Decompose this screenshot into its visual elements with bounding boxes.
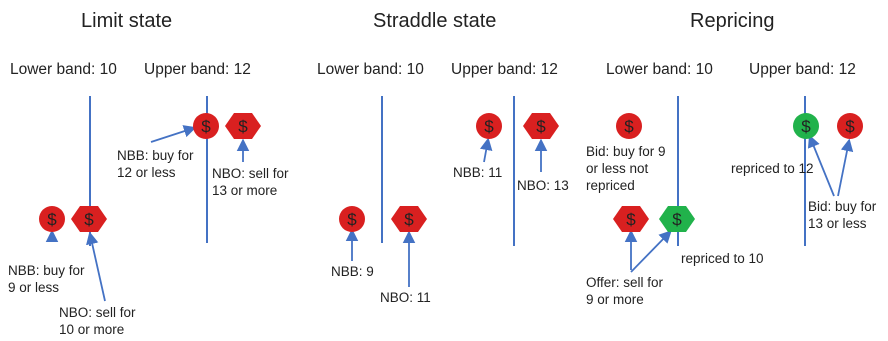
dollar-icon: $ [201,117,211,136]
straddle-lower-band-label: Lower band: 10 [317,61,424,78]
repricing-title: Repricing [690,10,775,32]
dollar-icon: $ [672,210,682,229]
straddle-nbb-upper-label: NBB: 11 [453,165,503,180]
dollar-icon: $ [238,117,248,136]
straddle-state-title: Straddle state [373,10,497,32]
arrow-straddle-nbb-upper [479,137,493,163]
dollar-icon: $ [484,117,494,136]
dollar-icon: $ [84,210,94,229]
straddle-nbo-upper-order: $ [523,113,559,139]
dollar-icon: $ [347,210,357,229]
straddle-nbb-upper-order: $ [476,113,502,139]
straddle-nbb-lower-order: $ [339,206,365,232]
repricing-upper-band-label: Upper band: 12 [749,61,856,78]
limit-nbo-upper-label: NBO: sell for 13 or more [212,166,289,198]
arrow-repricing-bid-upper [807,134,835,197]
repricing-lower-band-label: Lower band: 10 [606,61,713,78]
limit-nbb-lower-label: NBB: buy for 9 or less [8,263,85,295]
limit-nbb-lower-order: $ [39,206,65,232]
repricing-bid-upper-order: $ [837,113,863,139]
repricing-bid-repriced-order: $ [793,113,819,139]
dollar-icon: $ [47,210,57,229]
dollar-icon: $ [626,210,636,229]
limit-nbb-upper-label: NBB: buy for 12 or less [117,148,194,180]
repricing-bid-lower-order: $ [616,113,642,139]
arrow-repricing-bid-upper-right [837,138,854,197]
dollar-icon: $ [624,117,634,136]
dollar-icon: $ [845,117,855,136]
limit-state-title: Limit state [81,10,173,32]
straddle-nbb-lower-label: NBB: 9 [331,264,374,279]
limit-lower-band-label: Lower band: 10 [10,61,117,78]
repricing-offer-repriced-order: $ [659,206,695,232]
arrow-limit-nbb-upper [150,125,197,143]
dollar-icon: $ [801,117,811,136]
limit-nbo-upper-order: $ [225,113,261,139]
arrow-repricing-offer-to-green [630,230,672,273]
limit-nbb-upper-order: $ [193,113,219,139]
limit-nbo-lower-order: $ [71,206,107,232]
repricing-offer-label: Offer: sell for 9 or more [586,275,664,307]
limit-nbo-lower-label: NBO: sell for 10 or more [59,305,136,337]
straddle-nbo-upper-label: NBO: 13 [517,178,569,193]
limit-upper-band-label: Upper band: 12 [144,61,251,78]
straddle-upper-band-label: Upper band: 12 [451,61,558,78]
repricing-offer-order: $ [613,206,649,232]
dollar-icon: $ [404,210,414,229]
repricing-repriced-to-10-label: repriced to 10 [681,251,764,266]
repricing-bid-upper-label: Bid: buy for 13 or less [808,199,877,231]
repricing-repriced-to-12-label: repriced to 12 [731,161,814,176]
straddle-nbo-lower-order: $ [391,206,427,232]
dollar-icon: $ [536,117,546,136]
straddle-nbo-lower-label: NBO: 11 [380,290,431,305]
arrow-limit-nbo-lower [86,231,106,302]
repricing-bid-not-repriced-label: Bid: buy for 9 or less not repriced [586,144,666,193]
